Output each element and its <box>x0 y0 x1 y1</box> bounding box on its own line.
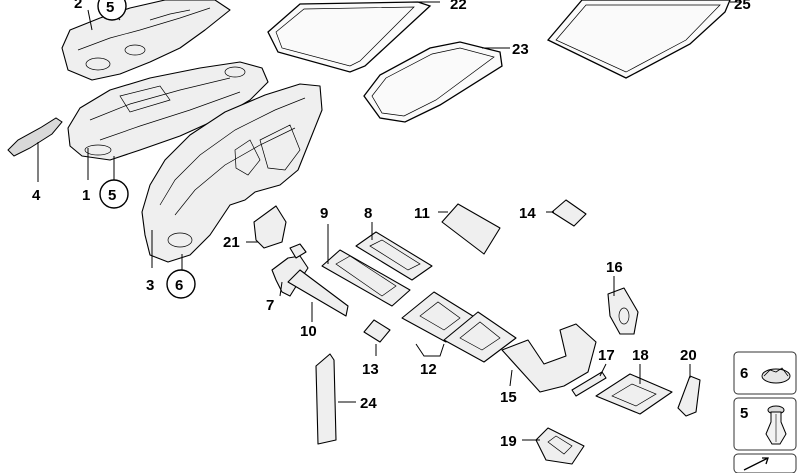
part-11-pad <box>441 203 501 255</box>
callout-12: 12 <box>420 361 437 378</box>
part-8-pad <box>355 231 433 281</box>
callout-5-bottom: 5 <box>108 187 116 204</box>
part-22-mat <box>267 1 432 73</box>
callout-6-circle <box>166 269 196 299</box>
callout-2: 2 <box>74 0 82 12</box>
hardware-label-6: 6 <box>740 365 748 382</box>
part-25-mat <box>546 0 731 79</box>
callout-20: 20 <box>680 347 697 364</box>
callout-11: 11 <box>414 205 430 222</box>
callout-9: 9 <box>320 205 328 222</box>
callout-15: 15 <box>500 389 517 406</box>
callout-25: 25 <box>734 0 751 13</box>
part-24-panel <box>315 353 337 445</box>
part-13-pad <box>363 319 391 343</box>
part-3-insulation <box>141 83 323 263</box>
part-17-strip <box>571 371 607 397</box>
callout-1: 1 <box>82 187 90 204</box>
callout-labels: 2 5 4 1 5 3 6 22 23 25 21 9 8 11 14 7 10… <box>32 0 751 450</box>
callout-21: 21 <box>223 234 240 251</box>
part-1-insulation <box>67 61 269 161</box>
hardware-label-5: 5 <box>740 405 748 422</box>
push-rivet-icon <box>765 405 787 445</box>
clip-icon <box>761 367 791 384</box>
callout-4: 4 <box>32 187 41 204</box>
callout-13: 13 <box>362 361 379 378</box>
part-10-strip <box>287 269 349 317</box>
part-18-pad <box>595 373 673 415</box>
callout-6: 6 <box>175 277 183 294</box>
callout-14: 14 <box>519 205 536 222</box>
hardware-box-extra <box>733 453 797 473</box>
callout-3: 3 <box>146 277 154 294</box>
callout-5-circle-top <box>97 0 127 21</box>
callout-19: 19 <box>500 433 517 450</box>
callout-24: 24 <box>360 395 377 412</box>
callout-10: 10 <box>300 323 317 340</box>
part-12-pads <box>401 291 517 363</box>
part-21-pad <box>253 205 287 249</box>
leader-lines <box>37 1 742 441</box>
callout-5-circle-bottom <box>99 179 129 209</box>
arrow-icon <box>743 457 769 471</box>
part-16-pad <box>607 287 639 335</box>
part-15-tunnel <box>501 323 597 393</box>
part-23-mat <box>363 41 503 123</box>
part-20-pad <box>677 375 701 417</box>
part-9-pad <box>321 249 411 307</box>
part-19-pad <box>535 427 585 465</box>
callout-22: 22 <box>450 0 467 13</box>
hardware-panel: 6 5 <box>733 351 797 473</box>
callout-16: 16 <box>606 259 623 276</box>
part-4-strip <box>7 117 63 157</box>
callout-17: 17 <box>598 347 615 364</box>
part-2-insulation <box>61 0 231 81</box>
callout-5-top: 5 <box>106 0 114 16</box>
callout-23: 23 <box>512 41 529 58</box>
callout-8: 8 <box>364 205 372 222</box>
callout-7: 7 <box>266 297 274 314</box>
callout-18: 18 <box>632 347 649 364</box>
part-14-pad <box>551 199 587 227</box>
